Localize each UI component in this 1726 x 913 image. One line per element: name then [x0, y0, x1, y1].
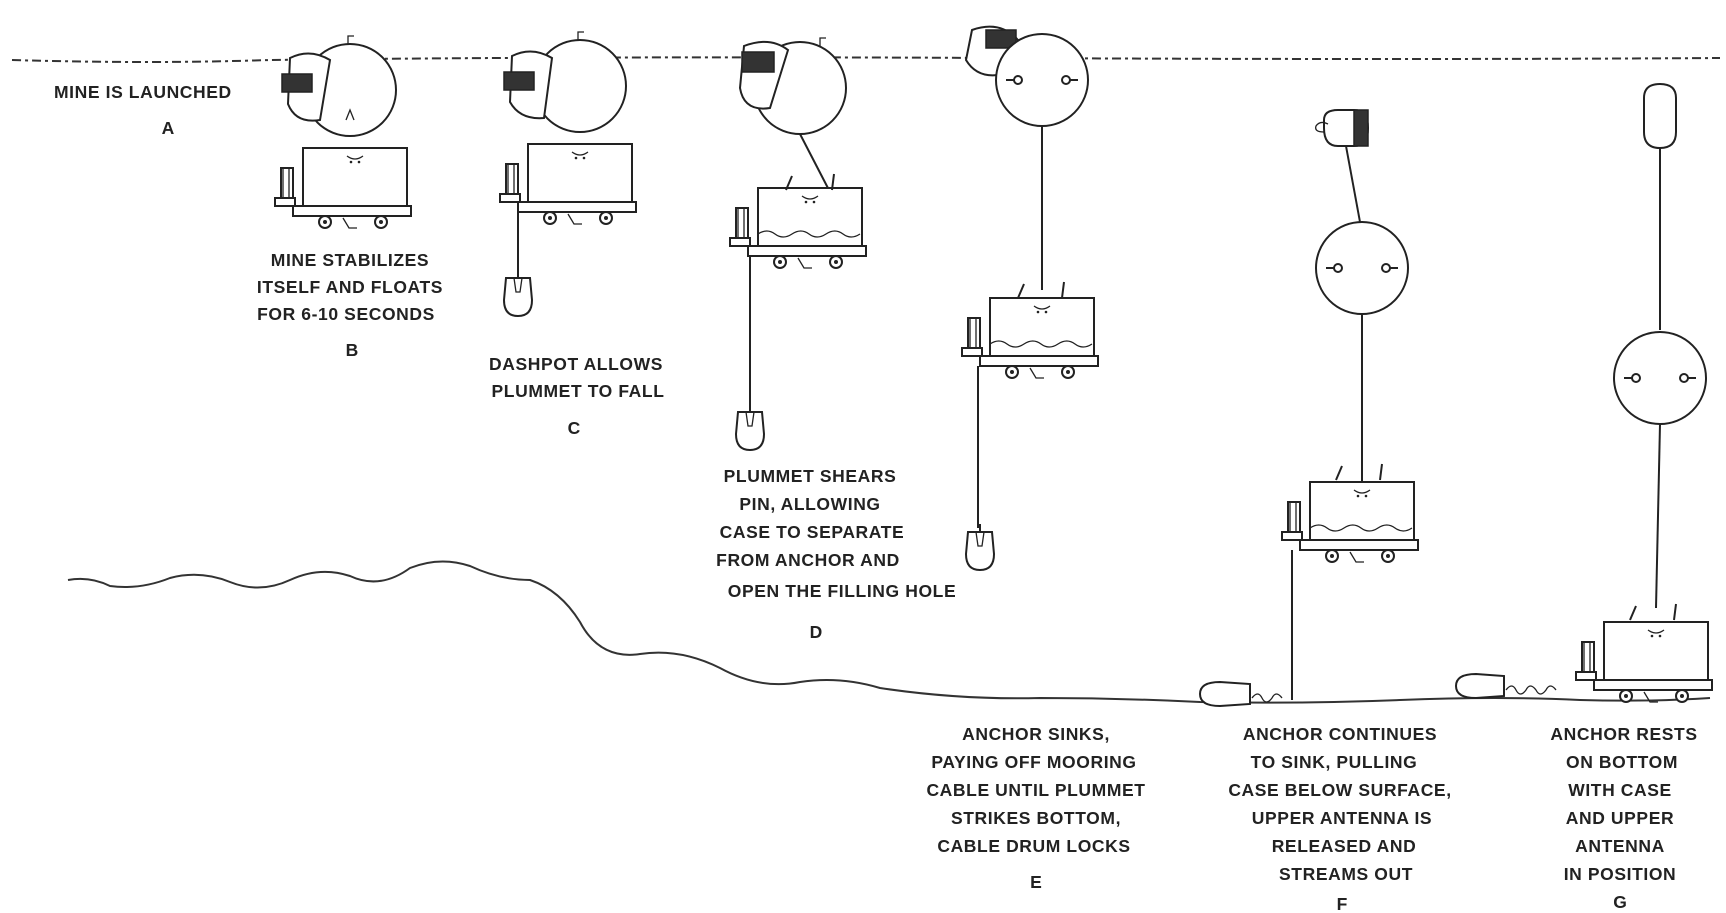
caption-a: MINE IS LAUNCHED: [54, 82, 232, 102]
caption-e-3: CABLE UNTIL PLUMMET: [926, 780, 1145, 800]
mine-stage-g: [1456, 84, 1712, 702]
letter-f: F: [1337, 894, 1348, 913]
water-surface: [12, 57, 1720, 62]
mine-stage-a: [275, 36, 411, 228]
anchor-g: [1456, 674, 1504, 698]
caption-g-5: ANTENNA: [1575, 836, 1665, 856]
caption-f-1: ANCHOR CONTINUES: [1243, 724, 1437, 744]
caption-g-3: WITH CASE: [1568, 780, 1672, 800]
caption-f-3: CASE BELOW SURFACE,: [1228, 780, 1451, 800]
letter-d: D: [810, 622, 823, 642]
caption-d-4: FROM ANCHOR AND: [716, 550, 900, 570]
letter-a: A: [162, 118, 175, 138]
caption-d-1: PLUMMET SHEARS: [724, 466, 897, 486]
caption-b-1: MINE STABILIZES: [271, 250, 429, 270]
letter-g: G: [1613, 892, 1627, 912]
caption-b-2: ITSELF AND FLOATS: [257, 277, 443, 297]
caption-e-1: ANCHOR SINKS,: [962, 724, 1110, 744]
caption-f-2: TO SINK, PULLING: [1251, 752, 1418, 772]
caption-e-2: PAYING OFF MOORING: [931, 752, 1136, 772]
caption-d-3: CASE TO SEPARATE: [720, 522, 905, 542]
caption-f-4: UPPER ANTENNA IS: [1252, 808, 1432, 828]
caption-f-6: STREAMS OUT: [1279, 864, 1413, 884]
letter-b: B: [346, 340, 359, 360]
caption-c-2: PLUMMET TO FALL: [492, 381, 665, 401]
caption-g-4: AND UPPER: [1566, 808, 1674, 828]
caption-g-1: ANCHOR RESTS: [1550, 724, 1697, 744]
caption-g-6: IN POSITION: [1564, 864, 1677, 884]
caption-f-5: RELEASED AND: [1272, 836, 1417, 856]
mine-stage-e: [962, 27, 1098, 570]
caption-e-5: CABLE DRUM LOCKS: [937, 836, 1130, 856]
caption-c-1: DASHPOT ALLOWS: [489, 354, 663, 374]
anchor-f: [1200, 682, 1250, 706]
letter-e: E: [1030, 872, 1042, 892]
caption-b-3: FOR 6-10 SECONDS: [257, 304, 435, 324]
caption-d-2: PIN, ALLOWING: [739, 494, 880, 514]
caption-g-2: ON BOTTOM: [1566, 752, 1678, 772]
letter-c: C: [568, 418, 581, 438]
caption-d-5: OPEN THE FILLING HOLE: [728, 581, 956, 601]
caption-e-4: STRIKES BOTTOM,: [951, 808, 1121, 828]
mine-stage-c: [500, 32, 636, 316]
mine-stage-d: [730, 38, 866, 450]
mine-stage-f: [1200, 110, 1418, 706]
